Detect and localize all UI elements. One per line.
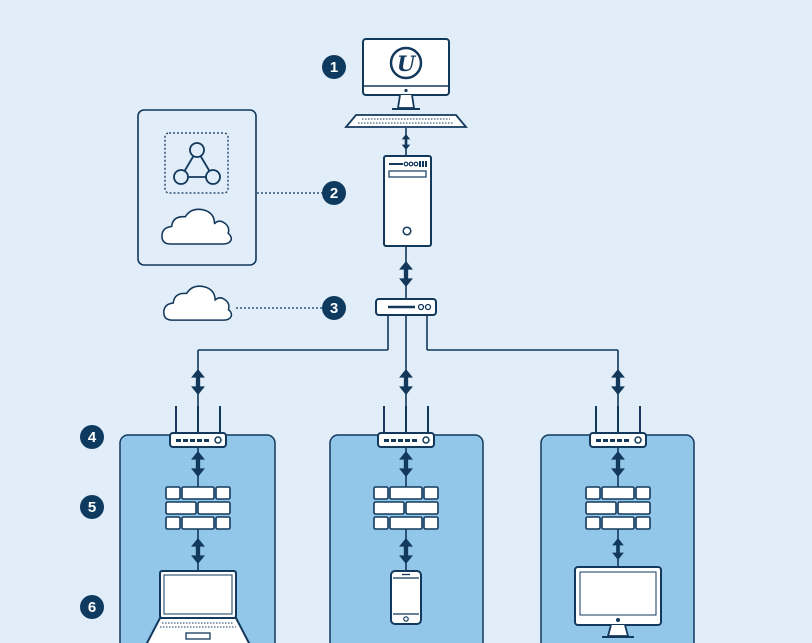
server-tower-icon	[383, 155, 432, 247]
workstation: U	[344, 38, 468, 128]
badge-6: 6	[80, 595, 104, 619]
keyboard	[344, 114, 468, 128]
badge-4: 4	[80, 425, 104, 449]
network-switch-icon	[375, 298, 437, 316]
smartphone-icon	[390, 570, 422, 625]
badge-5: 5	[80, 495, 104, 519]
router-icon	[169, 405, 227, 448]
desktop-monitor-icon	[574, 566, 662, 638]
badge-3: 3	[322, 296, 346, 320]
internet-cloud-icon	[163, 285, 233, 321]
engine-logo-letter: U	[397, 51, 417, 76]
arrow-workstation-server	[401, 134, 411, 150]
svg-text:4: 4	[88, 429, 97, 446]
arrow-to-router-left	[191, 369, 205, 395]
laptop-icon	[145, 570, 251, 643]
router-icon	[377, 405, 435, 448]
svg-text:2: 2	[330, 185, 338, 202]
badge-2: 2	[322, 181, 346, 205]
monitor-with-engine-logo-icon: U	[389, 46, 423, 80]
cloud-services-panel	[137, 109, 257, 266]
svg-text:1: 1	[330, 59, 338, 76]
network-graph-icon	[173, 142, 221, 185]
router-icon	[589, 405, 647, 448]
firewall-icon	[585, 486, 651, 530]
firewall-icon	[373, 486, 439, 530]
firewall-icon	[165, 486, 231, 530]
badge-1: 1	[322, 55, 346, 79]
arrow-to-router-right	[611, 369, 625, 395]
arrow-server-switch	[399, 261, 413, 287]
svg-text:6: 6	[88, 599, 96, 616]
arrow-to-router-middle	[399, 369, 413, 395]
svg-text:3: 3	[330, 300, 338, 317]
svg-text:5: 5	[88, 499, 96, 516]
